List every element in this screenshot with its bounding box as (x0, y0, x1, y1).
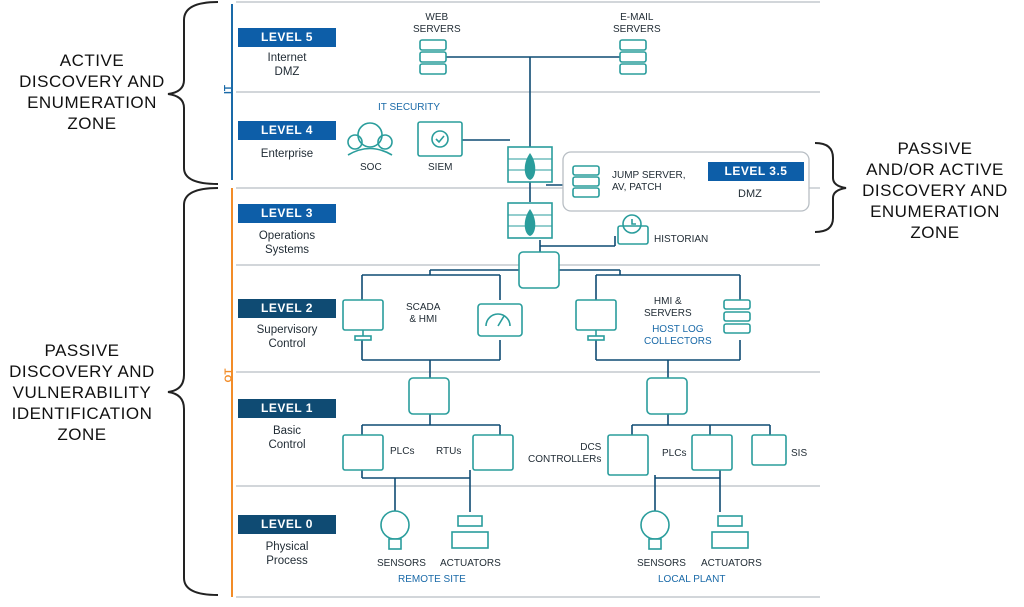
sis-icon (751, 434, 787, 466)
remote-site-label: REMOTE SITE (398, 574, 466, 585)
plc-icon (342, 434, 384, 471)
passive-zone-brace (167, 187, 219, 596)
soc-label: SOC (360, 162, 382, 173)
local-plant-label: LOCAL PLANT (658, 574, 726, 585)
plc-icon (691, 434, 733, 471)
soc-icon (347, 122, 393, 156)
sensor-base-icon (648, 538, 662, 550)
sensors-right-label: SENSORS (637, 558, 686, 569)
actuator-icon (711, 531, 749, 549)
sensor-base-icon (388, 538, 402, 550)
level-4-badge: LEVEL 4 (238, 121, 336, 140)
level-5-badge: LEVEL 5 (238, 28, 336, 47)
siem-label: SIEM (428, 162, 453, 173)
historian-label: HISTORIAN (654, 234, 709, 245)
ot-label: OT (223, 368, 235, 383)
jump-server-label: JUMP SERVER,AV, PATCH (612, 170, 686, 193)
siem-icon (417, 121, 463, 157)
level-1-badge: LEVEL 1 (238, 399, 336, 418)
email-server-icon (619, 39, 647, 75)
it-security-label: IT SECURITY (378, 102, 441, 113)
plcs-left-label: PLCs (390, 446, 415, 457)
mixed-zone-brace (814, 142, 847, 233)
host-log-server-icon (723, 299, 751, 334)
level-4-name: Enterprise (260, 148, 314, 160)
actuator-head-icon (717, 515, 743, 527)
firewall-icon (507, 146, 553, 183)
actuator-icon (451, 531, 489, 549)
field-device-icons (380, 510, 749, 550)
hmi-screen-icon (575, 299, 617, 341)
scada-screen-icon (342, 299, 384, 341)
active-zone-brace (167, 1, 219, 185)
hmi-gauge-icon (477, 303, 523, 337)
dcs-icon (607, 434, 649, 476)
dmz-name: DMZ (738, 188, 762, 200)
switch-icon (408, 377, 450, 415)
level-3-5-badge: LEVEL 3.5 (708, 162, 804, 181)
it-label: IT (222, 85, 234, 94)
sensors-left-label: SENSORS (377, 558, 426, 569)
switch-icon (646, 377, 688, 415)
switch-icons (408, 251, 688, 415)
level-2-badge: LEVEL 2 (238, 299, 336, 318)
rtus-label: RTUs (436, 446, 462, 457)
plcs-right-label: PLCs (662, 448, 687, 459)
controller-icons (342, 434, 787, 476)
web-server-icon (419, 39, 447, 75)
actuator-head-icon (457, 515, 483, 527)
server-icons (419, 39, 751, 334)
firewall-icon (507, 202, 553, 239)
sensor-icon (380, 510, 410, 540)
actuators-left-label: ACTUATORS (440, 558, 501, 569)
hmi-servers-label: HMI &SERVERS (644, 296, 692, 319)
dmz-box (562, 151, 810, 212)
sensor-icon (640, 510, 670, 540)
scada-hmi-label: SCADA& HMI (406, 302, 441, 325)
switch-icon (518, 251, 560, 289)
level-0-badge: LEVEL 0 (238, 515, 336, 534)
sis-label: SIS (791, 448, 808, 459)
actuators-right-label: ACTUATORS (701, 558, 762, 569)
jump-server-icon (572, 165, 600, 198)
level-3-badge: LEVEL 3 (238, 204, 336, 223)
historian-icon (617, 214, 649, 245)
rtu-icon (472, 434, 514, 471)
